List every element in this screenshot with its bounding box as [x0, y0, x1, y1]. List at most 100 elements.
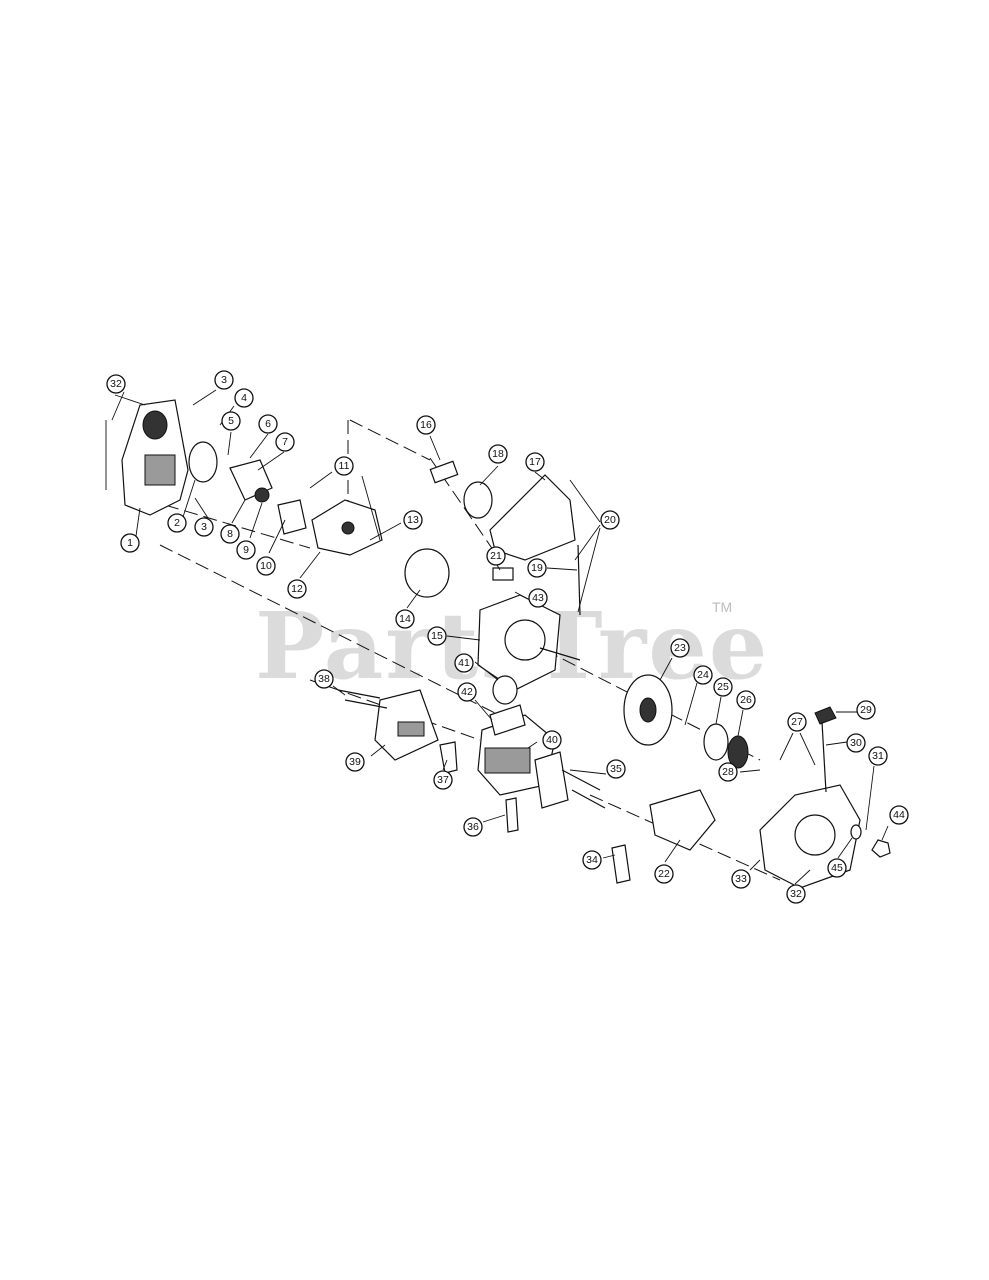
callout-circle: [454, 653, 474, 673]
o-ring: [404, 548, 450, 598]
callout-29: 29: [856, 700, 876, 720]
callout-label: 22: [658, 868, 670, 880]
callout-label: 38: [318, 673, 330, 685]
callout-circle: [433, 770, 453, 790]
callout-circle: [731, 869, 751, 889]
callout-label: 44: [893, 809, 905, 821]
leader-1: [135, 507, 141, 537]
callout-label: 26: [740, 694, 752, 706]
leader-33: [749, 859, 761, 871]
clip: [429, 460, 459, 484]
leader-23: [659, 657, 673, 681]
leader-8: [231, 499, 246, 524]
callout-11: 11: [334, 456, 354, 476]
callout-label: 31: [872, 750, 884, 762]
leader-13: [369, 522, 402, 541]
leader-34: [602, 854, 616, 859]
air-filter-housing-grille: [144, 454, 176, 486]
callout-17: 17: [525, 452, 545, 472]
callout-label: 43: [532, 592, 544, 604]
callout-label: 19: [531, 562, 543, 574]
callout-circle: [457, 682, 477, 702]
callout-circle: [488, 444, 508, 464]
leader-10: [268, 519, 286, 554]
callout-circle: [256, 556, 276, 576]
callout-label: 12: [291, 583, 303, 595]
callout-circle: [220, 524, 240, 544]
callout-circle: [670, 638, 690, 658]
callout-label: 6: [265, 418, 271, 430]
spark-plug: [505, 797, 519, 833]
leader-27b: [799, 732, 816, 766]
leader-3a: [192, 389, 217, 406]
callout-label: 32: [110, 378, 122, 390]
callout-15: 15: [427, 626, 447, 646]
leader-7: [257, 451, 285, 471]
leader-5: [227, 431, 232, 456]
callout-44: 44: [889, 805, 909, 825]
small-washer: [850, 824, 862, 840]
bracket: [492, 567, 514, 581]
callout-8: 8: [220, 524, 240, 544]
callout-circle: [856, 700, 876, 720]
leader-36: [482, 814, 506, 823]
callout-label: 1: [127, 537, 133, 549]
muffler-bolt-b: [344, 699, 388, 709]
ignition-coil: [534, 751, 569, 809]
callout-circle: [889, 805, 909, 825]
callout-label: 3: [221, 374, 227, 386]
callout-circle: [345, 752, 365, 772]
fuel-tank: [489, 474, 576, 561]
shroud: [649, 789, 716, 851]
callout-43: 43: [528, 588, 548, 608]
callout-circle: [416, 415, 436, 435]
callout-13: 13: [403, 510, 423, 530]
screw-b: [571, 789, 606, 809]
callout-label: 34: [586, 854, 598, 866]
callout-list: 1 2 3 3 4 5 6 7 8 9 10 11 12 13 14 15 16…: [106, 370, 909, 904]
callout-label: 32: [790, 888, 802, 900]
callout-label: 5: [228, 415, 234, 427]
callout-label: 33: [735, 873, 747, 885]
callout-label: 17: [529, 456, 541, 468]
callout-2: 2: [167, 513, 187, 533]
callout-label: 8: [227, 528, 233, 540]
callout-circle: [120, 533, 140, 553]
callout-40: 40: [542, 730, 562, 750]
callout-label: 42: [461, 686, 473, 698]
callout-label: 21: [490, 550, 502, 562]
callout-circle: [713, 677, 733, 697]
callout-label: 4: [241, 392, 247, 404]
callout-37: 37: [433, 770, 453, 790]
leader-14: [406, 589, 421, 609]
callout-label: 9: [243, 544, 249, 556]
callout-32-upper: 32: [106, 374, 126, 394]
callout-circle: [527, 558, 547, 578]
leader-11b: [361, 475, 381, 541]
callout-circle: [868, 746, 888, 766]
piston: [492, 675, 518, 705]
leader-40: [527, 741, 538, 749]
callout-42: 42: [457, 682, 477, 702]
leader-30: [825, 741, 848, 746]
leader-32a-b: [114, 394, 146, 406]
leader-12: [299, 551, 321, 579]
callout-circle: [827, 858, 847, 878]
callout-label: 37: [437, 774, 449, 786]
callout-label: 18: [492, 448, 504, 460]
callout-34: 34: [582, 850, 602, 870]
callout-label: 16: [420, 419, 432, 431]
callout-label: 41: [458, 657, 470, 669]
leader-31: [865, 765, 875, 831]
callout-circle: [736, 690, 756, 710]
leader-2: [182, 479, 196, 518]
callout-circle: [194, 517, 214, 537]
callout-20: 20: [600, 510, 620, 530]
nut: [871, 839, 891, 858]
callout-22: 22: [654, 864, 674, 884]
leader-27a: [779, 732, 794, 761]
leader-18: [479, 465, 499, 486]
callout-circle: [403, 510, 423, 530]
leader-44: [881, 825, 889, 841]
leader-11a: [309, 471, 333, 489]
